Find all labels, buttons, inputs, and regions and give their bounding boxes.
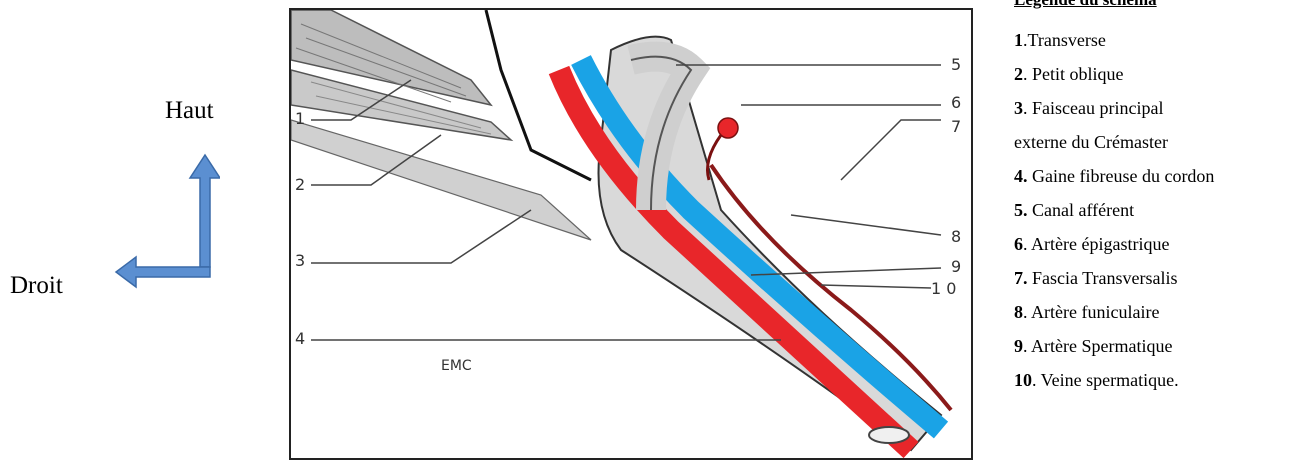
legend-item: 10. Veine spermatique. — [1014, 370, 1179, 391]
legend-item: 3. Faisceau principal — [1014, 98, 1163, 119]
legend-item: 8. Artère funiculaire — [1014, 302, 1159, 323]
legend-item: 1.Transverse — [1014, 30, 1106, 51]
figure-number-1: 1 — [295, 109, 305, 128]
figure-watermark: EMC — [441, 358, 472, 374]
figure-number-10: 1 0 — [931, 279, 956, 298]
figure-number-2: 2 — [295, 175, 305, 194]
orientation-arrows-icon — [110, 150, 220, 290]
legend-item: 2. Petit oblique — [1014, 64, 1124, 85]
legend-item: 5. Canal afférent — [1014, 200, 1134, 221]
legend-title: Légende du schéma — [1014, 0, 1157, 10]
legend-item: externe du Crémaster — [1014, 132, 1168, 153]
legend-item: 4. Gaine fibreuse du cordon — [1014, 166, 1214, 187]
legend-item: 7. Fascia Transversalis — [1014, 268, 1178, 289]
anatomy-figure: 1 2 3 4 5 6 7 8 9 1 0 EMC — [289, 8, 973, 460]
legend-item: 9. Artère Spermatique — [1014, 336, 1172, 357]
figure-number-9: 9 — [951, 257, 961, 276]
figure-number-5: 5 — [951, 55, 961, 74]
figure-number-8: 8 — [951, 227, 961, 246]
right-direction-label: Droit — [10, 272, 63, 300]
up-direction-label: Haut — [165, 97, 214, 125]
figure-number-7: 7 — [951, 117, 961, 136]
legend-item: 6. Artère épigastrique — [1014, 234, 1169, 255]
figure-number-3: 3 — [295, 251, 305, 270]
figure-number-4: 4 — [295, 329, 305, 348]
figure-number-6: 6 — [951, 93, 961, 112]
